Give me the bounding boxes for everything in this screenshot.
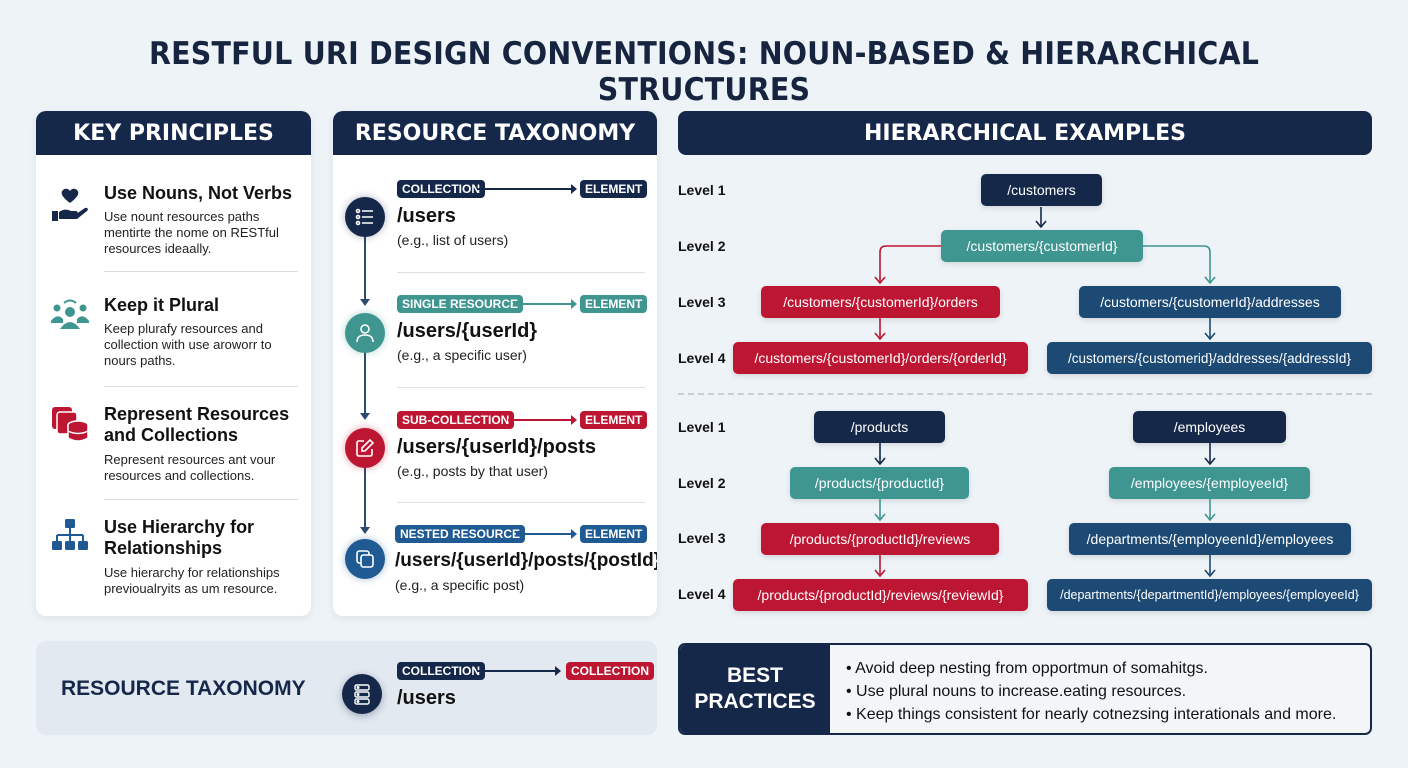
principle-desc: Keep plurafy resources and collection wi…: [104, 321, 272, 368]
level-label: Level 4: [678, 350, 726, 366]
arrow-right-icon: [555, 666, 561, 676]
arrow-right-icon: [571, 184, 577, 194]
best-practice-item: • Use plural nouns to increase.eating re…: [846, 683, 1187, 700]
uri-node: /customers: [981, 174, 1102, 206]
tag-single-resource: SINGLE RESOURCE: [397, 295, 524, 313]
key-principles-header: KEY PRINCIPLES: [36, 111, 311, 155]
resource-path: /users/{userId}/posts/{postId}: [395, 550, 657, 571]
tag-collection: COLLECTION: [397, 180, 485, 198]
uri-node: /products/{productId}/reviews: [761, 523, 999, 555]
principle-title: Represent Resources and Collections: [104, 404, 290, 445]
best-practices-box: BEST PRACTICES • Avoid deep nesting from…: [678, 643, 1372, 735]
principle-desc: Use nount resources paths mentirte the n…: [104, 209, 279, 256]
edit-icon: [345, 428, 385, 468]
resource-example: (e.g., a specific user): [397, 347, 527, 363]
arrow-down-icon: [360, 413, 370, 420]
uri-node: /customers/{customerid}/addresses/{addre…: [1047, 342, 1372, 374]
section-divider: [678, 393, 1372, 395]
tag-connector: [477, 188, 573, 190]
uri-node: /products/{productId}: [790, 467, 969, 499]
principle-desc: Use hierarchy for relationships previoua…: [104, 565, 280, 596]
level-label: Level 1: [678, 182, 726, 198]
arrow-right-icon: [571, 415, 577, 425]
resource-path: /users: [397, 687, 456, 709]
connector-line: [364, 467, 366, 531]
resource-path: /users/{userId}/posts: [397, 436, 596, 458]
list-icon: [345, 197, 385, 237]
level-label: Level 1: [678, 419, 726, 435]
best-practices-header: BEST PRACTICES: [680, 645, 830, 733]
server-icon: [342, 674, 382, 714]
heart-hand-icon: [50, 183, 90, 223]
resource-path: /users: [397, 205, 456, 227]
uri-node: /customers/{customerId}/addresses: [1079, 286, 1341, 318]
principle-title: Use Nouns, Not Verbs: [104, 183, 293, 203]
uri-node: /employees/{employeeId}: [1109, 467, 1310, 499]
arrow-down-icon: [360, 299, 370, 306]
tag-connector: [516, 533, 573, 535]
uri-node: /departments/{departmentId}/employees/{e…: [1047, 579, 1372, 611]
bottom-taxonomy-label: RESOURCE TAXONOMY: [61, 677, 306, 700]
tag-element: ELEMENT: [580, 295, 648, 313]
divider: [104, 386, 298, 387]
key-principles-panel: KEY PRINCIPLES Use Nouns, Not Verbs Use …: [36, 111, 311, 616]
tree-connectors: [874, 207, 1216, 341]
best-practice-item: • Keep things consistent for nearly cotn…: [846, 706, 1337, 723]
level-label: Level 3: [678, 294, 726, 310]
resource-example: (e.g., posts by that user): [397, 463, 548, 479]
tag-collection: COLLECTION: [397, 662, 485, 680]
arrow-down-icon: [360, 527, 370, 534]
hierarchical-examples-header: HIERARCHICAL EXAMPLES: [678, 111, 1372, 155]
resource-taxonomy-header: RESOURCE TAXONOMY: [333, 111, 657, 155]
resource-example: (e.g., a specific post): [395, 577, 525, 593]
connector-line: [364, 352, 366, 418]
divider: [397, 502, 645, 503]
database-stack-icon: [50, 405, 90, 445]
uri-node: /customers/{customerId}/orders: [761, 286, 1000, 318]
uri-node: /products: [814, 411, 945, 443]
level-label: Level 2: [678, 475, 726, 491]
divider: [104, 499, 298, 500]
uri-node: /departments/{employeenId}/employees: [1069, 523, 1351, 555]
tag-element: ELEMENT: [580, 180, 648, 198]
uri-node: /products/{productId}/reviews/{reviewId}: [733, 579, 1028, 611]
tag-collection-target: COLLECTION: [566, 662, 654, 680]
resource-taxonomy-panel: RESOURCE TAXONOMY COLLECTION ELEMENT /us…: [333, 111, 657, 616]
tag-connector: [508, 419, 573, 421]
tag-sub-collection: SUB-COLLECTION: [397, 411, 515, 429]
tree-connectors: [874, 443, 1216, 578]
tag-connector: [513, 303, 573, 305]
best-practices-header-line2: PRACTICES: [694, 690, 816, 713]
level-label: Level 2: [678, 238, 726, 254]
divider: [397, 387, 645, 388]
uri-node: /customers/{customerId}: [941, 230, 1143, 262]
user-icon: [345, 313, 385, 353]
hierarchy-icon: [50, 517, 90, 557]
divider: [104, 271, 298, 272]
arrow-right-icon: [571, 529, 577, 539]
tag-connector: [477, 670, 557, 672]
tag-nested-resource: NESTED RESOURCE: [395, 525, 526, 543]
best-practices-list: • Avoid deep nesting from opportmun of s…: [846, 657, 1336, 726]
best-practice-item: • Avoid deep nesting from opportmun of s…: [846, 660, 1208, 677]
divider: [397, 272, 645, 273]
bottom-taxonomy-strip: RESOURCE TAXONOMY COLLECTION COLLECTION …: [36, 641, 657, 735]
connector-line: [364, 236, 366, 303]
tag-element: ELEMENT: [580, 525, 648, 543]
resource-path: /users/{userId}: [397, 320, 538, 342]
level-label: Level 3: [678, 530, 726, 546]
arrow-right-icon: [571, 299, 577, 309]
uri-node: /employees: [1133, 411, 1286, 443]
resource-example: (e.g., list of users): [397, 232, 509, 248]
copy-icon: [345, 539, 385, 579]
page-title: RESTFUL URI DESIGN CONVENTIONS: NOUN-BAS…: [148, 36, 1260, 108]
group-people-icon: [50, 295, 90, 335]
tag-element: ELEMENT: [580, 411, 648, 429]
principle-title: Use Hierarchy for Relationships: [104, 517, 255, 558]
principle-title: Keep it Plural: [104, 295, 220, 315]
uri-node: /customers/{customerId}/orders/{orderId}: [733, 342, 1028, 374]
principle-desc: Represent resources ant vour resources a…: [104, 452, 276, 483]
level-label: Level 4: [678, 586, 726, 602]
best-practices-header-line1: BEST: [726, 664, 783, 687]
